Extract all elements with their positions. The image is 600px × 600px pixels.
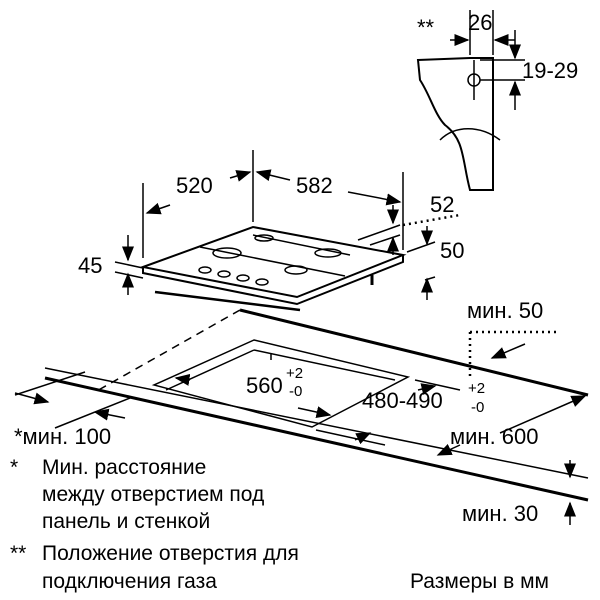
svg-text:**: **	[10, 542, 26, 565]
bracket-mark: **	[417, 15, 435, 40]
hob-drawing	[114, 150, 461, 312]
svg-text:+2: +2	[468, 380, 485, 397]
min-back-label: мин. 50	[467, 298, 543, 323]
svg-text:Положение отверстия для: Положение отверстия для	[42, 542, 299, 565]
svg-text:-0: -0	[289, 383, 302, 400]
countertop-drawing	[14, 308, 589, 525]
min-thickness-label: мин. 30	[462, 501, 538, 526]
svg-text:+2: +2	[286, 365, 303, 382]
svg-text:панель и стенкой: панель и стенкой	[42, 510, 210, 533]
svg-text:между отверстием под: между отверстием под	[42, 483, 264, 506]
svg-text:Мин. расстояние: Мин. расстояние	[42, 456, 206, 479]
hob-width-label: 582	[296, 173, 333, 198]
bracket-detail	[416, 10, 525, 191]
min-wall-label: *мин. 100	[14, 424, 111, 449]
min-depth-label: мин. 600	[450, 424, 539, 449]
side-offset-label: 50	[440, 238, 464, 263]
footnote-double-star: ** Положение отверстия для подключения г…	[10, 542, 299, 593]
svg-text:подключения газа: подключения газа	[42, 570, 217, 593]
svg-text:560: 560	[246, 373, 283, 398]
svg-text:480-490: 480-490	[362, 388, 443, 413]
svg-text:*: *	[10, 456, 18, 479]
cutout-width-label: 560 +2 -0	[246, 365, 303, 400]
hob-thickness-label: 45	[78, 253, 102, 278]
bracket-width-label: 26	[468, 10, 492, 35]
footnote-star: * Мин. расстояние между отверстием под п…	[10, 456, 264, 533]
bracket-height-label: 19-29	[522, 58, 578, 83]
units-label: Размеры в мм	[410, 570, 549, 593]
svg-text:-0: -0	[471, 399, 484, 416]
hob-depth-label: 520	[176, 173, 213, 198]
gas-offset-label: 52	[430, 192, 454, 217]
cutout-depth-label: 480-490 +2 -0	[362, 380, 485, 416]
